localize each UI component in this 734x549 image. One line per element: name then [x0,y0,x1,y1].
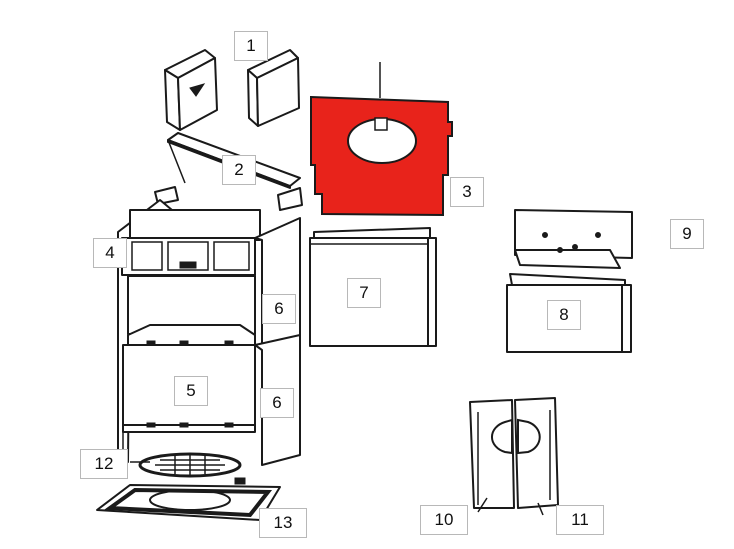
callout-6-lower: 6 [260,388,294,418]
callout-8: 8 [547,300,581,330]
callout-1: 1 [234,31,268,61]
callout-7: 7 [347,278,381,308]
part-10-11-split-panels[interactable] [469,397,559,509]
part-9-baffle[interactable] [514,209,633,269]
part-1-bricks[interactable] [164,49,300,131]
callout-6-upper: 6 [262,294,296,324]
leader-lines [130,461,544,516]
callout-11: 11 [556,505,604,535]
part-8-panel[interactable] [506,273,632,353]
callout-13: 13 [259,508,307,538]
callout-4: 4 [93,238,127,268]
callout-10: 10 [420,505,468,535]
callout-5: 5 [174,376,208,406]
callout-3: 3 [450,177,484,207]
callout-2: 2 [222,155,256,185]
part-12-grate[interactable] [138,452,242,478]
part-body-frame[interactable] [117,186,303,466]
part-13-base-plate[interactable] [96,477,281,521]
part-3-back-plate[interactable] [310,62,453,217]
callout-12: 12 [80,449,128,479]
callout-9: 9 [670,219,704,249]
